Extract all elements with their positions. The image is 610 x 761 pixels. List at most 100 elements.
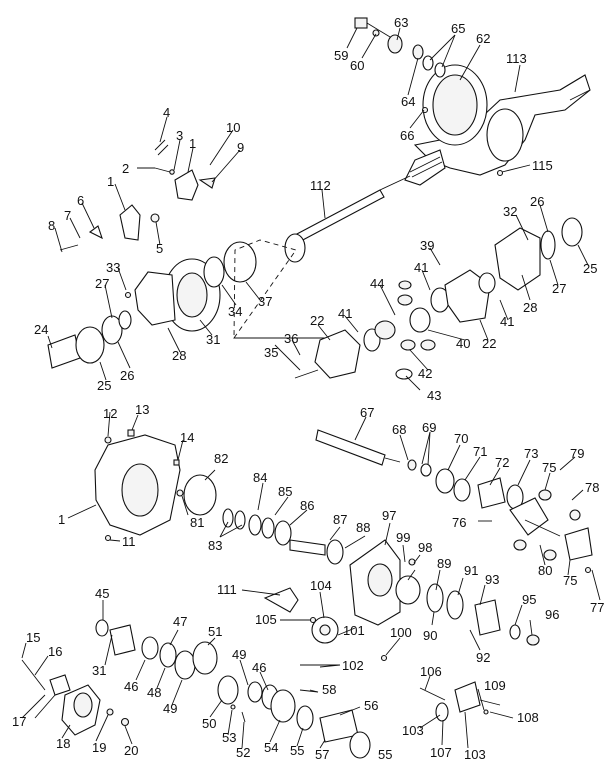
callout-label: 76 — [452, 515, 466, 530]
axle-shaft-112 — [284, 175, 411, 263]
callout-label: 102 — [342, 658, 364, 673]
callout-label: 81 — [190, 515, 204, 530]
callout-label: 98 — [418, 540, 432, 555]
callout-label: 103 — [464, 747, 486, 761]
callout-label: 62 — [476, 31, 490, 46]
callout-label: 91 — [464, 563, 478, 578]
callout-label: 75 — [542, 460, 556, 475]
callout-label: 80 — [538, 563, 552, 578]
callout-label: 82 — [214, 451, 228, 466]
callout-label: 5 — [156, 241, 163, 256]
callout-label: 84 — [253, 470, 267, 485]
callout-label: 66 — [400, 128, 414, 143]
callout-label: 27 — [552, 281, 566, 296]
callout-label: 39 — [420, 238, 434, 253]
transfer-case-97 — [349, 539, 592, 662]
callout-label: 92 — [476, 650, 490, 665]
callout-label: 36 — [284, 331, 298, 346]
callout-label: 49 — [163, 701, 177, 716]
callout-labels: 59 60 63 65 62 113 64 66 115 4 3 1 10 9 … — [12, 15, 604, 761]
callout-label: 16 — [48, 644, 62, 659]
callout-label: 58 — [322, 682, 336, 697]
callout-label: 6 — [77, 193, 84, 208]
callout-label: 24 — [34, 322, 48, 337]
callout-label: 40 — [456, 336, 470, 351]
callout-label: 45 — [95, 586, 109, 601]
callout-label: 32 — [503, 204, 517, 219]
callout-label: 41 — [500, 314, 514, 329]
callout-label: 26 — [120, 368, 134, 383]
callout-label: 20 — [124, 743, 138, 758]
callout-label: 28 — [523, 300, 537, 315]
callout-label: 13 — [135, 402, 149, 417]
differential-case-assembly — [134, 239, 330, 339]
callout-label: 51 — [208, 624, 222, 639]
callout-label: 22 — [310, 313, 324, 328]
callout-label: 22 — [482, 336, 496, 351]
callout-label: 54 — [264, 740, 278, 755]
carrier-housing-1 — [94, 429, 181, 542]
callout-label: 67 — [360, 405, 374, 420]
callout-label: 108 — [517, 710, 539, 725]
callout-label: 88 — [356, 520, 370, 535]
callout-label: 42 — [418, 366, 432, 381]
callout-label: 48 — [147, 685, 161, 700]
callout-label: 9 — [237, 140, 244, 155]
main-shaft-gears — [176, 474, 344, 565]
callout-label: 49 — [232, 647, 246, 662]
callout-label: 95 — [522, 592, 536, 607]
callout-label: 86 — [300, 498, 314, 513]
callout-label: 43 — [427, 388, 441, 403]
callout-label: 4 — [163, 105, 170, 120]
callout-label: 11 — [122, 534, 136, 549]
lower-gear-train — [95, 619, 371, 759]
callout-label: 44 — [370, 276, 384, 291]
callout-label: 41 — [338, 306, 352, 321]
callout-label: 25 — [97, 378, 111, 393]
callout-label: 46 — [252, 660, 266, 675]
axle-housing-113 — [413, 64, 591, 176]
callout-label: 112 — [310, 178, 331, 193]
callout-label: 85 — [278, 484, 292, 499]
cover-bolts — [354, 17, 504, 177]
callout-label: 33 — [106, 260, 120, 275]
callout-label: 8 — [48, 218, 55, 233]
callout-label: 111 — [217, 582, 237, 597]
callout-label: 46 — [124, 679, 138, 694]
callout-label: 37 — [258, 294, 272, 309]
callout-label: 77 — [590, 600, 604, 615]
callout-label: 65 — [451, 21, 465, 36]
callout-label: 17 — [12, 714, 26, 729]
callout-label: 107 — [430, 745, 452, 760]
lower-left-housing — [21, 659, 130, 736]
callout-label: 93 — [485, 572, 499, 587]
callout-label: 70 — [454, 431, 468, 446]
callout-label: 2 — [122, 161, 129, 176]
callout-label: 50 — [202, 716, 216, 731]
callout-label: 69 — [422, 420, 436, 435]
callout-label: 63 — [394, 15, 408, 30]
callout-label: 27 — [95, 276, 109, 291]
callout-label: 15 — [26, 630, 40, 645]
callout-label: 68 — [392, 422, 406, 437]
callout-label: 31 — [206, 332, 220, 347]
callout-label: 28 — [172, 348, 186, 363]
callout-label: 101 — [343, 623, 365, 638]
callout-label: 105 — [255, 612, 277, 627]
callout-label: 72 — [495, 455, 509, 470]
callout-label: 60 — [350, 58, 364, 73]
callout-label: 47 — [173, 614, 187, 629]
callout-label: 41 — [414, 260, 428, 275]
callout-label: 25 — [583, 261, 597, 276]
callout-label: 78 — [585, 480, 599, 495]
callout-label: 59 — [334, 48, 348, 63]
callout-label: 57 — [315, 747, 329, 761]
callout-label: 10 — [226, 120, 240, 135]
callout-label: 75 — [563, 573, 577, 588]
callout-label: 64 — [401, 94, 415, 109]
callout-label: 100 — [390, 625, 412, 640]
callout-label: 99 — [396, 530, 410, 545]
callout-label: 106 — [420, 664, 442, 679]
callout-label: 52 — [236, 745, 250, 760]
